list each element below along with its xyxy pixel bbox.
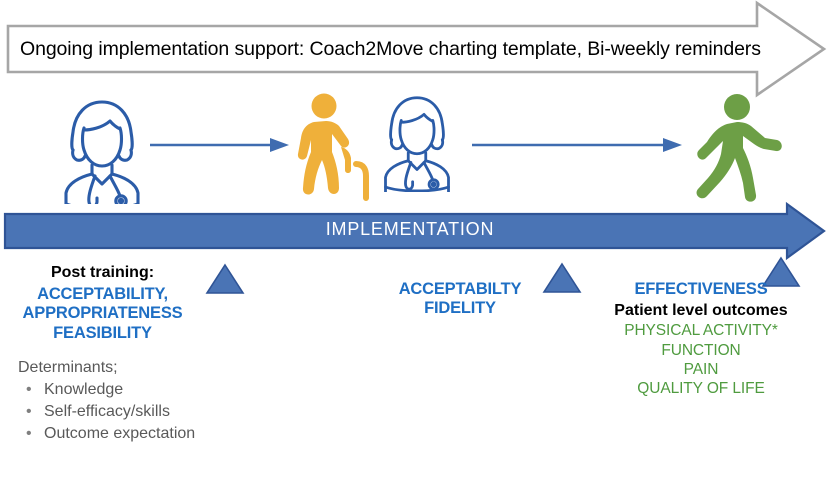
implementation-arrow-shape <box>3 201 826 261</box>
stage-3-text-block: EFFECTIVENESS Patient level outcomes PHY… <box>580 280 822 398</box>
determinants-block: Determinants; • Knowledge • Self-efficac… <box>18 359 268 447</box>
clinician-blue-outline-icon <box>64 100 140 204</box>
list-item: • Self-efficacy/skills <box>18 403 268 422</box>
stage-1-outcome-3: FEASIBILITY <box>53 323 152 342</box>
stage-2-outcome-1: ACCEPTABILTY <box>398 280 522 298</box>
banner-arrow-shape <box>6 0 827 98</box>
older-adult-with-cane-icon <box>297 93 369 201</box>
stage-1-outcome-2: APPROPRIATENESS <box>22 304 183 323</box>
milestone-triangle-1 <box>205 263 245 294</box>
determinant-label: Self-efficacy/skills <box>44 402 170 420</box>
connector-arrow-2 <box>472 138 682 152</box>
bullet-icon: • <box>26 380 32 398</box>
implementation-arrow-label: IMPLEMENTATION <box>325 219 495 239</box>
determinant-label: Outcome expectation <box>44 424 196 442</box>
patient-outcome-3: PAIN <box>683 360 719 378</box>
patient-outcome-4: QUALITY OF LIFE <box>637 380 765 398</box>
post-training-heading: Post training: <box>50 264 155 281</box>
effectiveness-heading: EFFECTIVENESS <box>634 280 768 298</box>
walking-person-green-icon <box>696 94 782 202</box>
patient-outcome-2: FUNCTION <box>661 341 741 359</box>
determinants-title: Determinants; <box>18 359 118 376</box>
determinant-label: Knowledge <box>44 380 124 398</box>
list-item: • Outcome expectation <box>18 425 268 444</box>
ongoing-support-banner-arrow <box>6 0 827 98</box>
implementation-arrow <box>3 201 826 261</box>
stage-2-outcome-2: FIDELITY <box>424 299 496 318</box>
bullet-icon: • <box>26 402 32 420</box>
stage-1-text-block: Post training: ACCEPTABILITY, APPROPRIAT… <box>0 264 205 343</box>
connector-arrow-1 <box>150 138 289 152</box>
stage-1-outcome-1: ACCEPTABILITY, <box>37 284 168 303</box>
stage-2-text-block: ACCEPTABILTY FIDELITY <box>385 280 535 319</box>
determinants-list: • Knowledge • Self-efficacy/skills • Out… <box>18 381 268 444</box>
ongoing-support-banner-text: Ongoing implementation support: Coach2Mo… <box>20 37 761 60</box>
milestone-triangle-2 <box>542 262 582 293</box>
list-item: • Knowledge <box>18 381 268 400</box>
patient-outcome-1: PHYSICAL ACTIVITY* <box>624 322 778 340</box>
milestone-triangle-3 <box>761 256 801 287</box>
patient-level-outcomes-heading: Patient level outcomes <box>614 302 788 320</box>
bullet-icon: • <box>26 424 32 442</box>
clinician-blue-outline-icon-2 <box>384 96 450 192</box>
